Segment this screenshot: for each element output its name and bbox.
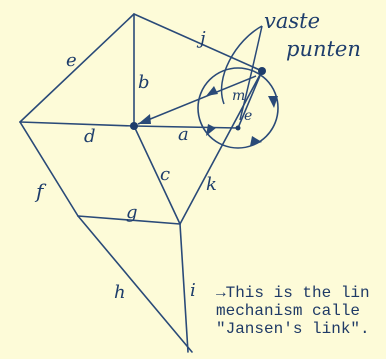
caption-line: "Jansen's link". bbox=[216, 320, 370, 338]
pointer-line bbox=[239, 25, 263, 121]
pointer-line bbox=[220, 25, 263, 105]
link-i bbox=[179, 223, 189, 353]
link-c bbox=[133, 125, 181, 225]
label-j: j bbox=[196, 28, 206, 49]
fixed-point-left bbox=[130, 122, 138, 130]
crank-circle bbox=[197, 67, 279, 149]
label-g: g bbox=[126, 202, 138, 223]
link-j bbox=[133, 13, 263, 72]
label-c: c bbox=[160, 164, 170, 185]
label-b: b bbox=[138, 72, 150, 93]
label-e-crank: e bbox=[244, 108, 252, 124]
label-e: e bbox=[66, 50, 77, 71]
caption-line: →This is the lin bbox=[216, 284, 370, 302]
crank-point bbox=[258, 67, 266, 75]
link-e bbox=[19, 13, 135, 123]
link-h bbox=[77, 215, 193, 353]
direction-arrow-icon bbox=[206, 124, 216, 136]
label-f: f bbox=[34, 179, 47, 203]
crank-m bbox=[237, 70, 263, 129]
link-d bbox=[19, 121, 135, 127]
label-a: a bbox=[178, 124, 189, 145]
label-h: h bbox=[114, 282, 126, 303]
direction-arrow-icon bbox=[206, 86, 218, 96]
link-k bbox=[179, 70, 263, 225]
direction-arrow-icon bbox=[250, 136, 262, 146]
label-vaste: vaste bbox=[264, 9, 320, 33]
label-k: k bbox=[206, 174, 217, 195]
direction-arrow-icon bbox=[268, 96, 278, 108]
label-m: m bbox=[232, 88, 245, 104]
arrow-head-icon bbox=[138, 114, 151, 124]
label-i: i bbox=[190, 280, 196, 301]
arrow-line bbox=[137, 75, 257, 125]
link-a bbox=[133, 125, 239, 129]
link-g bbox=[77, 215, 181, 225]
caption-line: mechanism calle bbox=[216, 302, 361, 320]
label-d: d bbox=[84, 126, 96, 147]
fixed-point-center bbox=[235, 125, 241, 131]
caption-text: →This is the lin mechanism calle "Jansen… bbox=[216, 284, 386, 338]
label-punten: punten bbox=[286, 37, 361, 61]
link-f bbox=[19, 121, 79, 217]
